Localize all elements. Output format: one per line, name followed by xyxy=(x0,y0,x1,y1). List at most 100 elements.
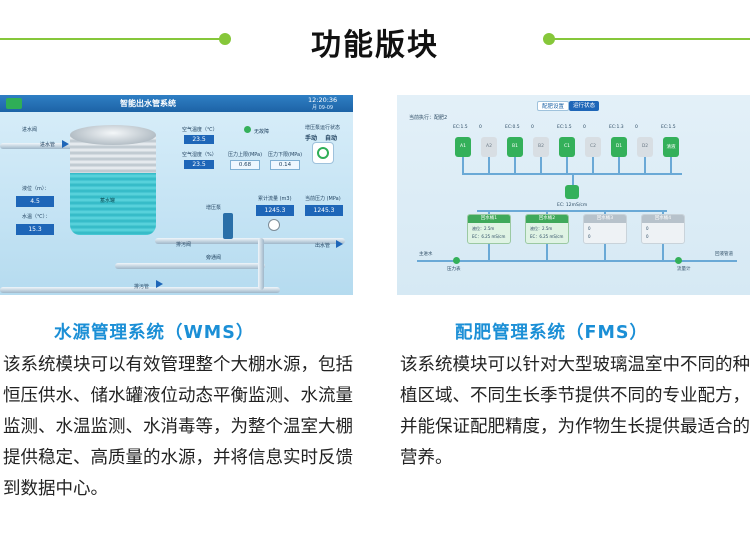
module-line xyxy=(618,157,620,173)
tank-card-level: 液位：2.5m xyxy=(472,226,495,231)
tank-water-level xyxy=(70,173,156,235)
total-flow-label: 累计流量 (m3) xyxy=(258,196,292,202)
inlet-pipe xyxy=(0,143,80,149)
flow-meter-icon xyxy=(675,257,682,264)
tank-card-ec: EC：6.25 mS/cm xyxy=(530,234,564,239)
pump-toggle-button[interactable] xyxy=(312,142,334,164)
module-label: A1 xyxy=(460,144,466,149)
pressure-gauge-icon xyxy=(268,219,280,231)
wms-time: 12:20:36 xyxy=(308,96,338,104)
main-riser-line xyxy=(572,173,574,191)
ec-label: 0 xyxy=(635,125,638,130)
air-humidity-value: 23.5 xyxy=(184,160,214,169)
module-label: B1 xyxy=(512,144,518,149)
ec-label: EC:0.5 xyxy=(505,125,520,130)
booster-pump-icon xyxy=(223,213,233,239)
fms-title: 配肥管理系统（FMS） xyxy=(455,323,648,343)
storage-tank: 蓄水罐 xyxy=(70,125,156,263)
inlet-label: 主进水 xyxy=(419,252,433,257)
ec-label: EC:1.3 xyxy=(609,125,624,130)
module-label: 清液 xyxy=(666,145,676,150)
pressure-upper-value[interactable]: 0.68 xyxy=(230,160,260,170)
pressure-lower-value[interactable]: 0.14 xyxy=(270,160,300,170)
air-temp-value: 23.5 xyxy=(184,135,214,144)
module-label: D1 xyxy=(615,144,623,149)
fertilizer-module[interactable]: B2 xyxy=(533,137,549,157)
wms-title-bar: 智能出水管系统 12:20:36 月 09-09 xyxy=(0,95,353,112)
fertilizer-module[interactable]: C2 xyxy=(585,137,601,157)
module-label: C1 xyxy=(563,144,570,149)
tank-card-level: 液位：2.5m xyxy=(530,226,553,231)
tank-card[interactable]: 回水桶4 0 0 xyxy=(641,214,685,244)
riser-pipe xyxy=(258,238,264,290)
inlet-valve-label: 进水阀 xyxy=(22,127,38,133)
fertilizer-module[interactable]: A2 xyxy=(481,137,497,157)
ec-label: EC:1.5 xyxy=(557,125,572,130)
manual-mode[interactable]: 手动 xyxy=(305,135,318,142)
fertilizer-module[interactable]: D2 xyxy=(637,137,653,157)
fertilizer-module[interactable]: A1 xyxy=(455,137,471,157)
main-supply-line xyxy=(417,260,737,262)
inlet-pipe-label: 进水管 xyxy=(40,142,56,148)
tank-card-ec: 0 xyxy=(588,234,591,239)
air-temp-label: 空气温度（℃） xyxy=(182,127,218,133)
ec-label: 0 xyxy=(479,125,482,130)
outlet-pipe-label: 出水管 xyxy=(315,243,331,249)
distribution-line xyxy=(477,210,667,212)
header-line-right xyxy=(553,38,750,40)
tank-card-level: 0 xyxy=(646,226,649,231)
wms-logo-icon xyxy=(6,98,22,109)
current-pressure-label: 当前压力 (MPa) xyxy=(305,196,341,202)
total-flow-value: 1245.3 xyxy=(256,205,294,216)
module-label: C2 xyxy=(589,144,596,149)
module-line xyxy=(540,157,542,173)
tank-label: 蓄水罐 xyxy=(100,198,116,204)
ec-label: EC:1.5 xyxy=(453,125,468,130)
level-value: 4.5 xyxy=(16,196,54,207)
tank-card-title: 回水桶4 xyxy=(642,215,684,223)
header-line-left xyxy=(0,38,223,40)
current-recipe: 当前执行：配肥2 xyxy=(409,115,448,121)
drain-pipe-line xyxy=(115,263,265,269)
fertilizer-module[interactable]: B1 xyxy=(507,137,523,157)
outlet-label: 回液管道 xyxy=(715,252,733,257)
tab-fertilizer-settings[interactable]: 配肥设置 xyxy=(537,101,570,111)
fertilizer-module[interactable]: D1 xyxy=(611,137,627,157)
pump-label: 压力表 xyxy=(447,267,461,272)
tank-card-title: 回水桶2 xyxy=(526,215,568,223)
fertilizer-module[interactable]: 清液 xyxy=(663,137,679,157)
fault-label: 无故障 xyxy=(254,129,270,135)
current-pressure-value: 1245.3 xyxy=(305,205,343,216)
tank-card-ec: EC：6.25 mS/cm xyxy=(472,234,506,239)
module-label: A2 xyxy=(486,144,492,149)
air-humidity-label: 空气湿度（%） xyxy=(182,152,217,158)
header-dot-left xyxy=(219,33,231,45)
water-temp-label: 水温（℃）： xyxy=(22,214,51,220)
auto-mode[interactable]: 自动 xyxy=(325,135,338,142)
fertilizer-module[interactable]: C1 xyxy=(559,137,575,157)
wms-app-title: 智能出水管系统 xyxy=(120,99,176,108)
module-line xyxy=(514,157,516,173)
header-dot-right xyxy=(543,33,555,45)
module-line xyxy=(670,157,672,173)
tab-run-status[interactable]: 运行状态 xyxy=(569,101,600,111)
level-label: 液位（m）： xyxy=(22,186,50,192)
wms-description: 该系统模块可以有效管理整个大棚水源，包括恒压供水、储水罐液位动态平衡监测、水流量… xyxy=(3,355,353,499)
tank-card-ec: 0 xyxy=(646,234,649,239)
outlet-pipe xyxy=(155,238,345,244)
drain-arrow-icon xyxy=(156,280,163,288)
drain-valve-label: 排污阀 xyxy=(176,242,192,248)
wms-date: 月 09-09 xyxy=(312,105,334,111)
tank-card-title: 回水桶3 xyxy=(584,215,626,223)
pressure-upper-label: 压力上限(MPa) xyxy=(228,152,263,158)
meter-label: 流量计 xyxy=(677,267,691,272)
bottom-pipe xyxy=(0,287,280,293)
inlet-arrow-icon xyxy=(62,140,69,148)
module-label: B2 xyxy=(538,144,544,149)
module-line xyxy=(644,157,646,173)
bypass-valve-label: 旁通阀 xyxy=(206,255,222,261)
